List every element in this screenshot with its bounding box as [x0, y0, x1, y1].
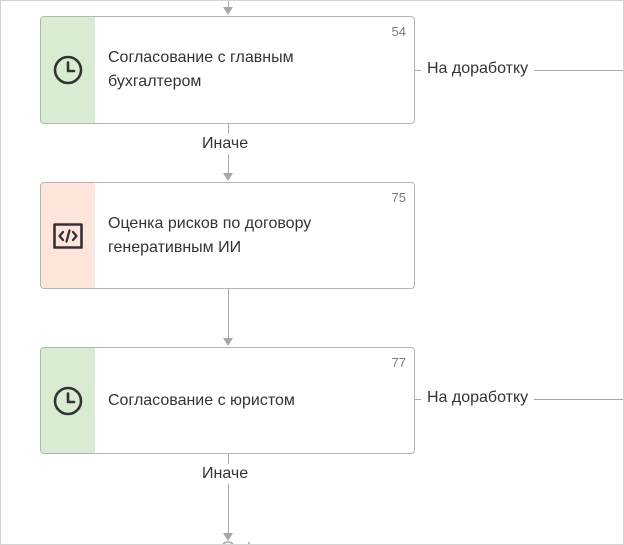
next-node-marker	[222, 541, 250, 544]
node-title: Оценка рисков по договору генеративным И…	[108, 214, 312, 256]
otherwise-label[interactable]: Иначе	[197, 134, 254, 154]
workflow-node-54[interactable]: Согласование с главным бухгалтером 54	[40, 16, 415, 124]
rework-label[interactable]: На доработку	[421, 388, 535, 408]
node-type-strip	[41, 17, 95, 123]
workflow-node-75[interactable]: Оценка рисков по договору генеративным И…	[40, 182, 415, 289]
node-type-strip	[41, 348, 95, 453]
connector-top	[228, 1, 229, 9]
clock-icon	[53, 55, 83, 85]
connector-arrow	[223, 338, 233, 346]
connector-arrow	[223, 533, 233, 541]
otherwise-label[interactable]: Иначе	[197, 464, 254, 484]
connector-line	[228, 454, 229, 538]
node-title: Согласование с юристом	[108, 391, 295, 409]
node-number: 75	[391, 190, 406, 205]
node-type-strip	[41, 183, 95, 288]
connector-line	[228, 289, 229, 339]
workflow-node-77[interactable]: Согласование с юристом 77	[40, 347, 415, 454]
node-title: Согласование с главным бухгалтером	[108, 49, 294, 90]
node-number: 77	[391, 355, 406, 370]
clock-icon	[53, 386, 83, 415]
code-icon	[53, 222, 83, 249]
rework-label[interactable]: На доработку	[421, 59, 535, 79]
connector-arrow	[223, 7, 233, 15]
node-number: 54	[391, 24, 406, 39]
connector-arrow	[223, 173, 233, 181]
